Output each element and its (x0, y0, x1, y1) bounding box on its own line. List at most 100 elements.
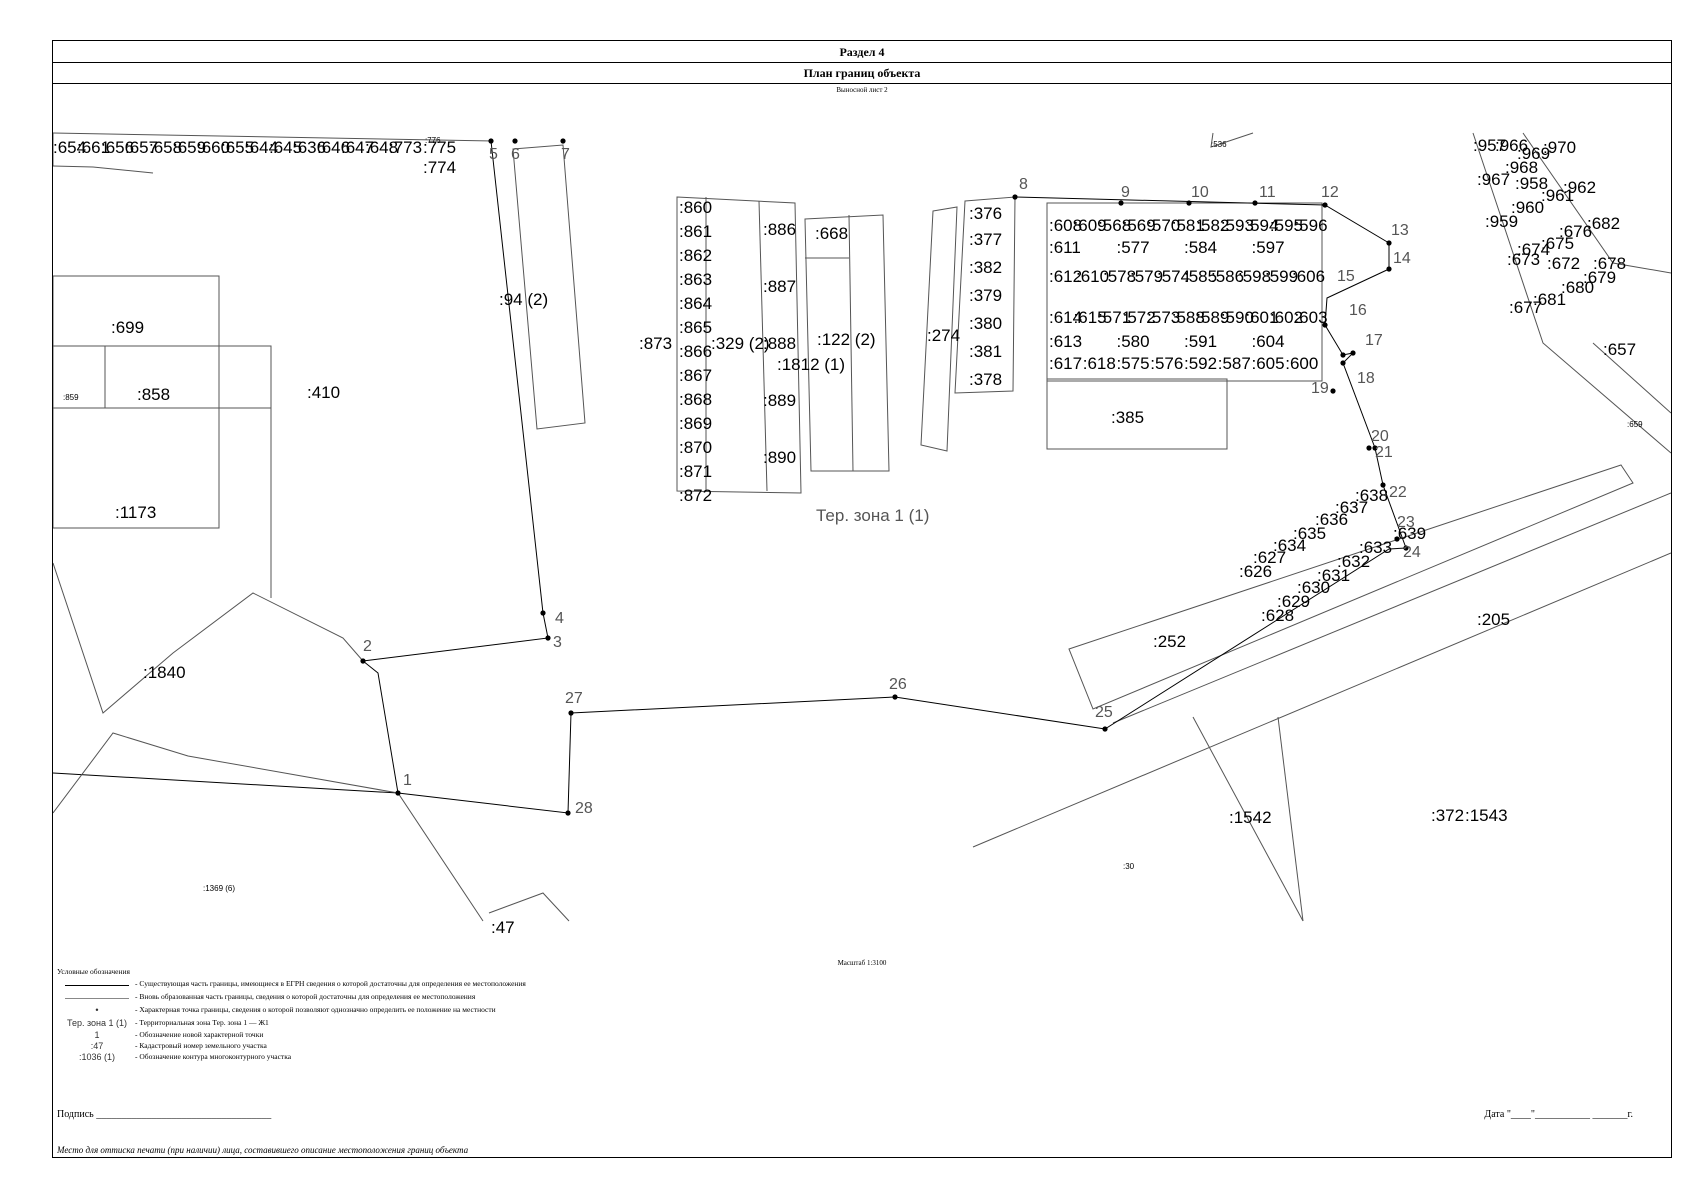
zone-label: Тер. зона 1 (1) (816, 506, 929, 525)
parcel-label: :887 (763, 277, 796, 296)
parcel-label: :646 (317, 138, 350, 157)
parcel-label: :597 (1252, 238, 1285, 257)
parcel-label: :968 (1505, 158, 1538, 177)
parcel-label: :886 (763, 220, 796, 239)
boundary-point-label: 26 (889, 676, 907, 693)
boundary-point-marker (1350, 350, 1356, 356)
parcel-label: :1543 (1465, 806, 1508, 825)
parcel-label: :626 (1239, 562, 1272, 581)
boundary-point-label: 8 (1019, 176, 1028, 193)
boundary-point-marker (512, 138, 518, 144)
legend-symbol: :1036 (1) (78, 1052, 116, 1062)
parcel-label: :380 (969, 314, 1002, 333)
section-header: Раздел 4 (53, 43, 1671, 63)
parcel-label: :377 (969, 230, 1002, 249)
parcel-label: :636 (1315, 510, 1348, 529)
parcel-329 (676, 196, 802, 494)
parcel-label: :858 (137, 385, 170, 404)
parcel-label: :617 (1049, 354, 1082, 373)
boundary-south (570, 547, 1407, 730)
parcel-label: :568 (1098, 216, 1131, 235)
parcel-label: :867 (679, 366, 712, 385)
parcel-label: :381 (969, 342, 1002, 361)
parcel-label: :679 (1583, 268, 1616, 287)
boundary-point-marker (1386, 266, 1392, 272)
parcel-label: :631 (1317, 566, 1350, 585)
parcel-label: :654 (53, 138, 86, 157)
parcel-label: :410 (307, 383, 340, 402)
parcel-label: :580 (1117, 332, 1150, 351)
parcel-376-block (954, 196, 1016, 394)
parcel-label: :1173 (115, 503, 156, 522)
boundary-point-marker (1186, 200, 1192, 206)
parcel-label: :629 (1277, 592, 1310, 611)
boundary-point-label: 18 (1357, 370, 1375, 387)
parcel-label: :608 (1049, 216, 1082, 235)
parcel-label: :966 (1495, 136, 1528, 155)
parcel-label: :890 (763, 448, 796, 467)
parcel-385 (1046, 378, 1228, 450)
parcel-label: :591 (1184, 332, 1217, 351)
parcel-label: :618 (1083, 354, 1116, 373)
legend-text: - Кадастровый номер земельного участка (135, 1041, 267, 1050)
boundary-point-marker (1102, 726, 1108, 732)
parcel-label: :636 (293, 138, 326, 157)
parcel-label: :699 (111, 318, 144, 337)
parcel-label: :584 (1184, 238, 1217, 257)
parcel-label: :962 (1563, 178, 1596, 197)
boundary-point-label: 11 (1259, 184, 1276, 201)
map-scale: Масштаб 1:3100 (837, 959, 887, 967)
parcel-label: :633 (1359, 538, 1392, 557)
parcel-label: :379 (969, 286, 1002, 305)
parcel-label: :644 (245, 138, 278, 157)
boundary-line (53, 132, 494, 142)
boundary-point-label: 20 (1371, 428, 1389, 445)
parcel-label: :864 (679, 294, 712, 313)
boundary-point-marker (1252, 200, 1258, 206)
page-title: План границ объекта (53, 63, 1671, 84)
parcel-label: :579 (1130, 267, 1163, 286)
parcel-label: :205 (1477, 610, 1510, 629)
parcel-label: :615 (1074, 308, 1107, 327)
legend-item: - Вновь образованная часть границы, свед… (57, 992, 737, 1004)
boundary-point-marker (1322, 202, 1328, 208)
parcel-label: :657 (1603, 340, 1636, 359)
parcel-label: :961 (1541, 186, 1574, 205)
parcel-label: :959 (1485, 212, 1518, 231)
parcel-label: :645 (269, 138, 302, 157)
parcel-label: :582 (1196, 216, 1229, 235)
legend-symbol: :47 (90, 1041, 104, 1051)
parcel-label: :863 (679, 270, 712, 289)
parcel-label: :677 (1509, 298, 1542, 317)
boundary-line (53, 165, 154, 174)
sheet-label: Выносной лист 2 (836, 86, 888, 94)
parcel-label: :609 (1074, 216, 1107, 235)
parcel-label: :578 (1103, 267, 1136, 286)
boundary-point-label: 14 (1393, 250, 1411, 267)
boundary-point-marker (1403, 545, 1409, 551)
boundary-point-marker (1330, 388, 1336, 394)
parcel-label: :536 (1211, 140, 1227, 149)
parcel-122 (804, 214, 890, 472)
parcel-label: :122 (2) (817, 330, 876, 349)
boundary-point-marker (568, 710, 574, 716)
boundary-point-marker (565, 810, 571, 816)
parcel-label: :581 (1172, 216, 1205, 235)
boundary-point-label: 5 (489, 146, 498, 163)
boundary-point-marker (1380, 482, 1386, 488)
parcel-label: :586 (1211, 267, 1244, 286)
parcel-label: :672 (1547, 254, 1580, 273)
parcel-label: :648 (365, 138, 398, 157)
boundary-point-label: 19 (1311, 380, 1329, 397)
parcel-label: :575 (1117, 354, 1150, 373)
boundary-point-label: 1 (403, 772, 412, 789)
boundary-point-marker (1372, 445, 1378, 451)
parcel-label: :634 (1273, 536, 1306, 555)
parcel-858 (104, 345, 272, 409)
boundary-east (1014, 196, 1407, 549)
parcel-label: :592 (1184, 354, 1217, 373)
parcel-label: :676 (1559, 222, 1592, 241)
legend-item: Тер. зона 1 (1) - Территориальная зона Т… (57, 1018, 737, 1030)
boundary-point-label: 27 (565, 690, 583, 707)
boundary-point-marker (1394, 536, 1400, 542)
